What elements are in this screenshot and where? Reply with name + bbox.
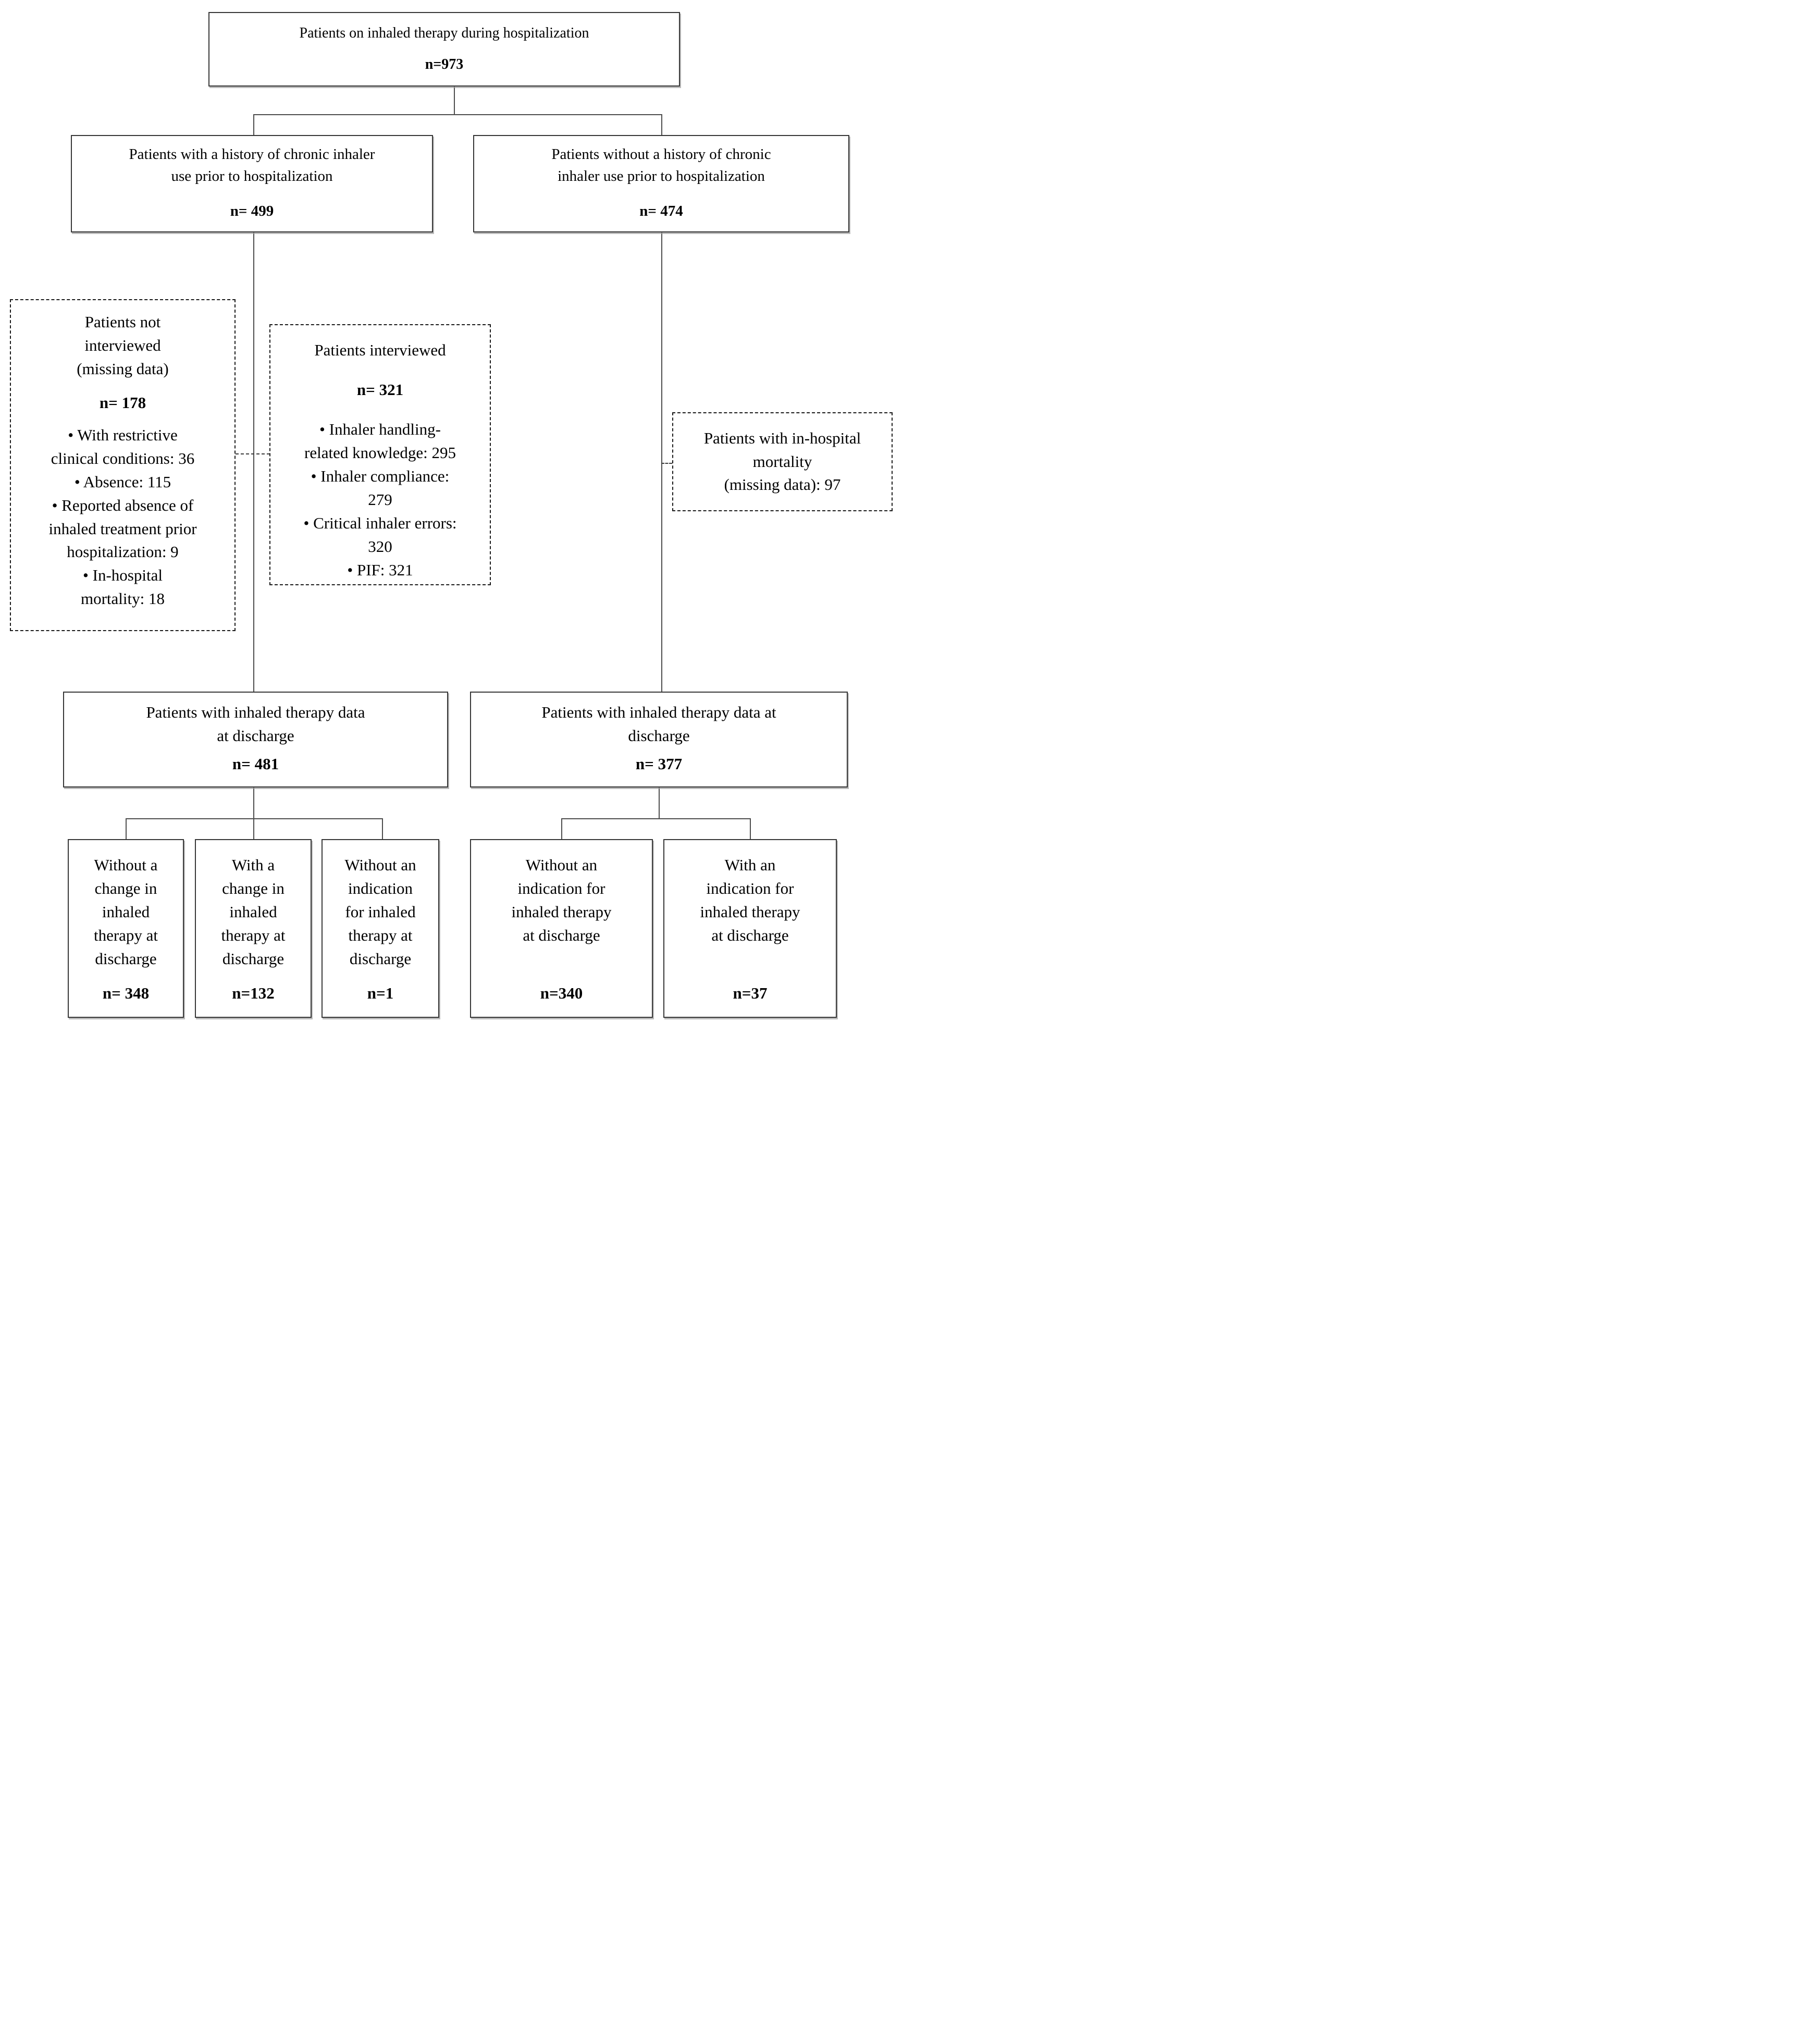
node-count: n=340 [540,984,583,1003]
connector-discharge-right-stem [659,787,660,818]
node-title: Patients interviewed [314,341,446,359]
node-title: Patients on inhaled therapy during hospi… [299,25,589,42]
connector-drop-with-change [253,818,254,839]
connector-right-split [561,818,751,819]
node-count: n=973 [425,56,464,73]
node-title: Patients with a history of chronic inhal… [129,146,375,185]
connector-discharge-left-stem [253,787,254,818]
connector-left-main [253,231,254,692]
node-count: n= 321 [356,380,404,399]
node-count: n= 377 [635,755,683,773]
connector-drop-no-change [126,818,127,839]
node-count: n=37 [733,984,768,1003]
node-count: n= 178 [99,393,146,412]
connector-drop-no-indication-right [561,818,562,839]
flow-diagram: Patients on inhaled therapy during hospi… [0,0,902,1022]
box-with-history: Patients with a history of chronic inhal… [71,135,433,232]
connector-left-split [126,818,383,819]
connector-drop-with-history [253,114,254,135]
node-count: n= 348 [102,984,150,1003]
node-count: n= 499 [230,202,274,219]
connector-dashed-left [236,453,270,454]
box-root: Patients on inhaled therapy during hospi… [208,12,680,87]
node-count: n= 481 [232,755,279,773]
node-count: n=132 [232,984,275,1003]
connector-drop-no-indication-left [382,818,383,839]
connector-drop-with-indication [750,818,751,839]
node-count: n=1 [367,984,394,1003]
connector-right-main [661,231,662,692]
connector-dashed-right [661,463,672,464]
node-count: n= 474 [639,202,683,219]
box-interviewed: Patients interviewed n= 321 • Inhaler ha… [269,324,491,585]
node-bullet-list: • Inhaler handling-related knowledge: 29… [303,420,457,579]
connector-root-stem [454,85,455,114]
connector-top-split [253,114,662,115]
connector-drop-without-history [661,114,662,135]
